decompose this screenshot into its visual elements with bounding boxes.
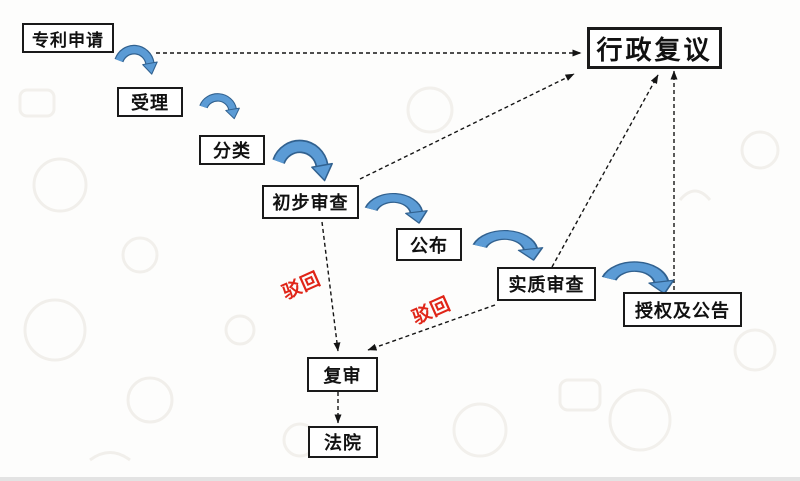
edge-preliminary-rejection-to-reexamination: [321, 221, 341, 352]
node-court: 法院: [308, 426, 378, 458]
edge-preliminary-to-reconsideration: [359, 73, 575, 180]
node-administrative-reconsideration: 行政复议: [587, 27, 722, 69]
node-reexamination: 复审: [307, 357, 378, 392]
background-watermark-doodles: [18, 86, 780, 462]
node-classification: 分类: [199, 135, 265, 165]
curved-flow-arrow-icon-4: [371, 198, 427, 223]
node-publication: 公布: [396, 228, 462, 261]
curved-flow-arrow-icon-3: [279, 146, 333, 180]
node-patent-application: 专利申请: [22, 23, 114, 53]
node-preliminary-examination: 初步审查: [262, 185, 359, 219]
curved-flow-arrow-icon-1: [119, 50, 157, 75]
curved-flow-arrow-icon-5: [480, 235, 543, 260]
node-substantive-examination: 实质审查: [497, 267, 596, 301]
curved-flow-arrow-icon-2: [203, 97, 239, 118]
edge-substantive-to-reconsideration: [551, 74, 659, 268]
node-grant-and-announcement: 授权及公告: [623, 292, 742, 327]
curved-flow-arrow-icon-6: [609, 267, 673, 294]
bottom-edge-strip: [0, 477, 800, 481]
node-acceptance: 受理: [117, 87, 183, 117]
edge-substantive-rejection-to-reexamination: [367, 304, 496, 351]
